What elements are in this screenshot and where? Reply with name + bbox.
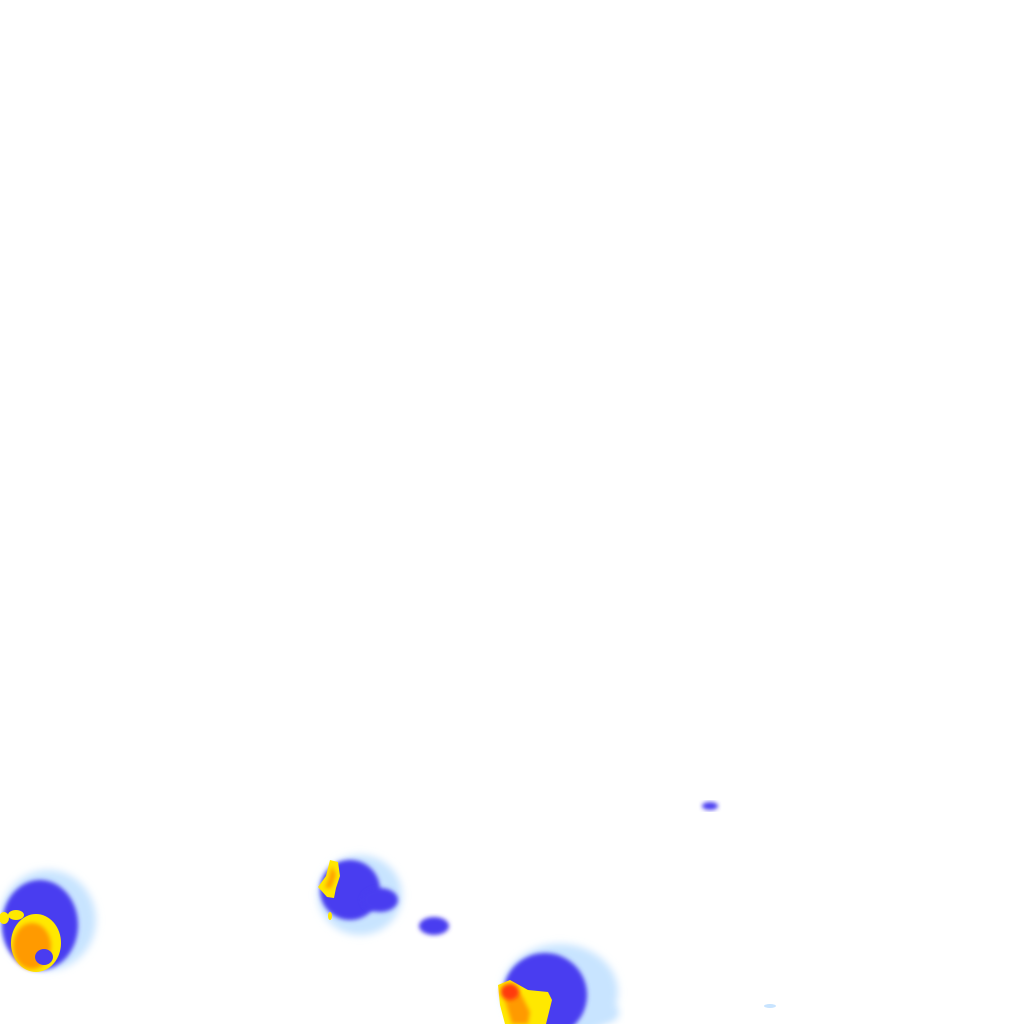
echo-small-moderate	[419, 917, 449, 935]
echo-isolated-light	[764, 1004, 776, 1008]
storm-cell-central	[318, 855, 449, 935]
echo-heavy-fragment	[328, 912, 332, 920]
echo-very-heavy	[325, 866, 336, 888]
echo-light-fragment	[591, 1003, 619, 1023]
echo-moderate-gap	[35, 949, 53, 965]
storm-cell-south	[498, 944, 619, 1024]
echo-moderate	[362, 888, 398, 912]
echo-isolated-moderate	[702, 802, 718, 810]
echo-heavy-fragment	[8, 910, 24, 920]
echo-extreme	[501, 984, 519, 1000]
echo-heavy-fragment	[0, 912, 9, 924]
storm-cell-west	[0, 870, 96, 972]
